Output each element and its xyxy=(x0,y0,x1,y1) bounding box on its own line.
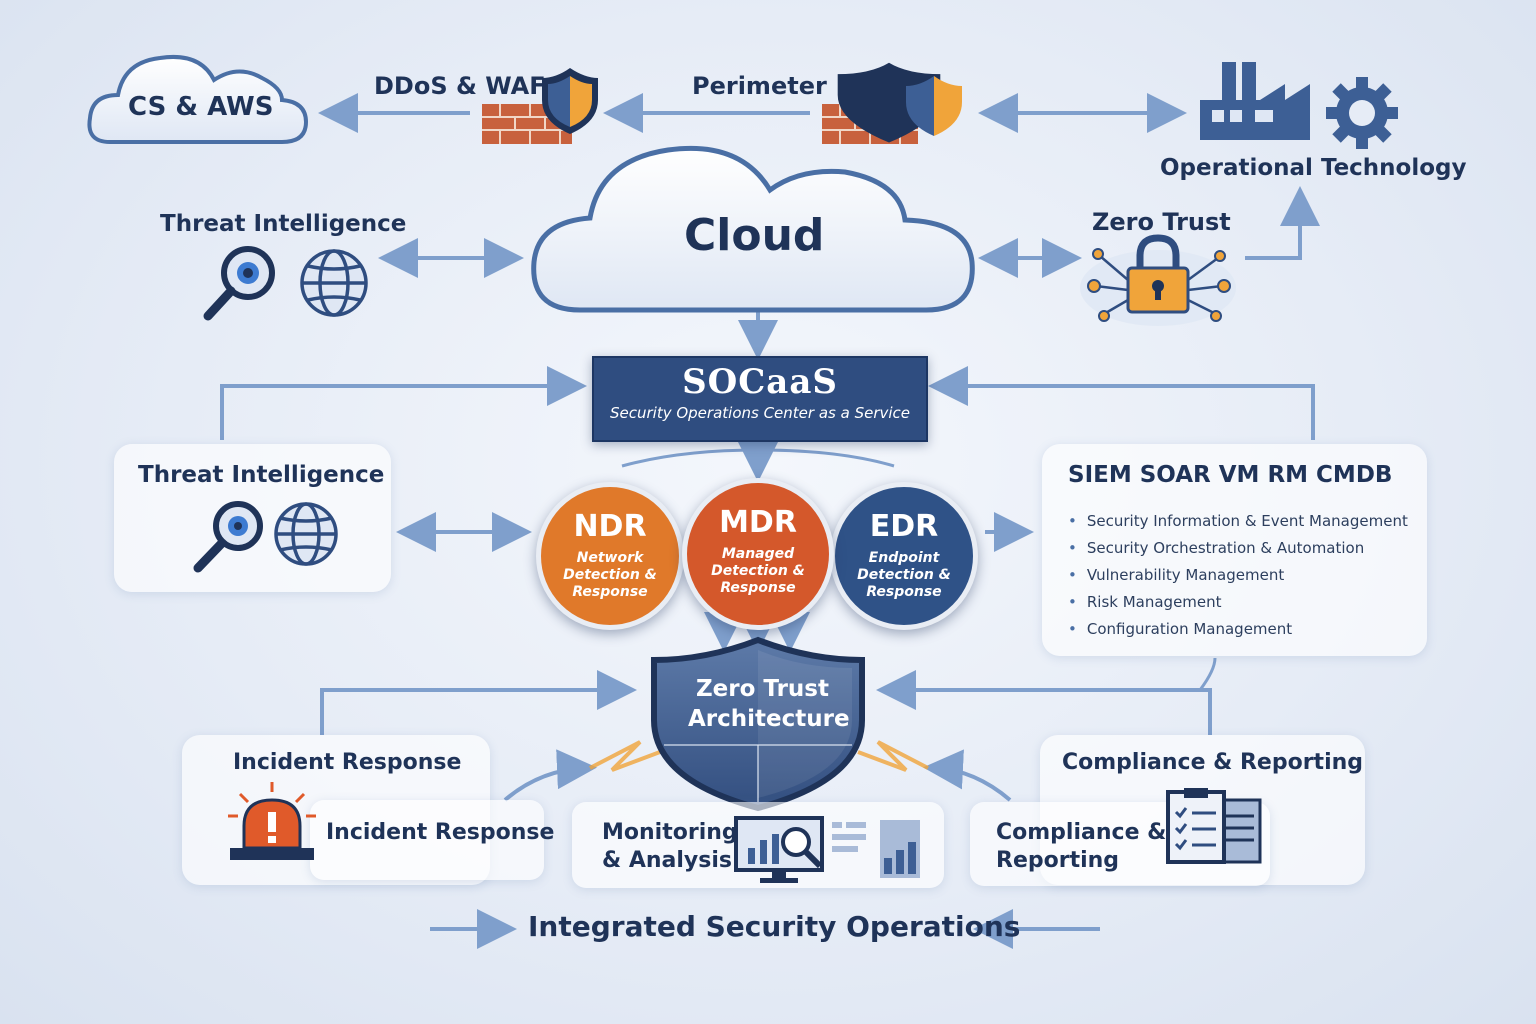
siem-item: Configuration Management xyxy=(1068,620,1408,647)
brick-wall-icon xyxy=(482,104,572,144)
compliance-title: Compliance & Reporting xyxy=(1062,750,1364,775)
factory-icon xyxy=(1200,62,1310,140)
magnifier-icon xyxy=(193,501,263,573)
socaas-box: SOCaaS Security Operations Center as a S… xyxy=(592,356,928,442)
arrow-comp-monitor xyxy=(923,749,1012,802)
siem-list: Security Information & Event Management … xyxy=(1068,512,1408,647)
arrow-zerotrust-ot xyxy=(1245,186,1320,260)
operational-technology-label: Operational Technology xyxy=(1160,155,1467,181)
shield-icon xyxy=(542,68,598,134)
zta-label-1: Zero Trust xyxy=(696,676,829,702)
ndr-desc-3: Response xyxy=(572,584,648,600)
incident-response-title: Incident Response xyxy=(233,750,462,775)
alarm-light-icon xyxy=(228,782,316,860)
document-icon xyxy=(1218,798,1262,864)
cloud-icon-main xyxy=(531,145,975,313)
mdr-desc-1: Managed xyxy=(721,546,795,562)
mdr-abbr: MDR xyxy=(719,505,797,540)
threat-intelligence-panel-title: Threat Intelligence xyxy=(138,462,385,488)
arrow-left-soc xyxy=(220,366,587,440)
ndr-desc-2: Detection & xyxy=(563,567,657,583)
arrow-ir-monitor xyxy=(503,749,597,802)
connectors xyxy=(220,93,1320,949)
zta-label-2: Architecture xyxy=(688,706,850,732)
magnifier-icon xyxy=(203,246,275,321)
globe-icon xyxy=(274,502,338,566)
footer-title: Integrated Security Operations xyxy=(528,910,1021,943)
threat-intelligence-panel: Threat Intelligence xyxy=(114,444,391,592)
edr-desc-1: Endpoint xyxy=(868,550,940,566)
gear-icon xyxy=(1326,77,1398,149)
edr-desc-3: Response xyxy=(866,584,942,600)
ndr-abbr: NDR xyxy=(573,509,647,544)
siem-item: Security Orchestration & Automation xyxy=(1068,539,1408,566)
edr-desc-2: Detection & xyxy=(857,567,951,583)
ndr-desc-1: Network xyxy=(576,550,644,566)
arrow-siem-link xyxy=(1198,657,1217,691)
ddos-waf-label: DDoS & WAF xyxy=(374,72,546,100)
compliance-label-1: Compliance & xyxy=(996,820,1167,845)
cloud-icon-small xyxy=(87,55,309,144)
globe-icon xyxy=(300,249,368,317)
monitoring-label-1: Monitoring xyxy=(602,820,738,845)
padlock-icon xyxy=(1080,234,1236,326)
siem-item: Risk Management xyxy=(1068,593,1408,620)
siem-panel-title: SIEM SOAR VM RM CMDB xyxy=(1068,462,1393,488)
compliance-label-2: Reporting xyxy=(996,848,1120,873)
perimeter-label: Perimeter xyxy=(692,72,827,100)
incident-response-inner xyxy=(310,800,544,880)
mdr-desc-3: Response xyxy=(720,580,796,596)
socaas-title: SOCaaS xyxy=(682,362,838,402)
arrow-ir-zt xyxy=(320,670,637,735)
mdr-desc-2: Detection & xyxy=(711,563,805,579)
cloud-label: Cloud xyxy=(684,210,825,261)
monitoring-label-2: & Analysis xyxy=(602,848,732,873)
siem-item: Security Information & Event Management xyxy=(1068,512,1408,539)
threat-intel-icons xyxy=(193,501,338,573)
zero-trust-top-label: Zero Trust xyxy=(1092,208,1231,236)
shield-icon xyxy=(837,62,962,143)
edr-abbr: EDR xyxy=(869,509,939,544)
cloud-aws-label: CS & AWS xyxy=(128,92,274,122)
clipboard-checklist-icon xyxy=(1166,788,1262,864)
arrow-right-soc xyxy=(928,366,1315,440)
soc-fanout-arc xyxy=(621,448,895,468)
socaas-subtitle: Security Operations Center as a Service xyxy=(609,404,911,422)
monitor-chart-icon xyxy=(734,816,920,883)
threat-intelligence-top-label: Threat Intelligence xyxy=(160,211,407,237)
arrow-comp-zt xyxy=(876,670,1212,735)
incident-response-label: Incident Response xyxy=(326,820,555,845)
siem-item: Vulnerability Management xyxy=(1068,566,1408,593)
